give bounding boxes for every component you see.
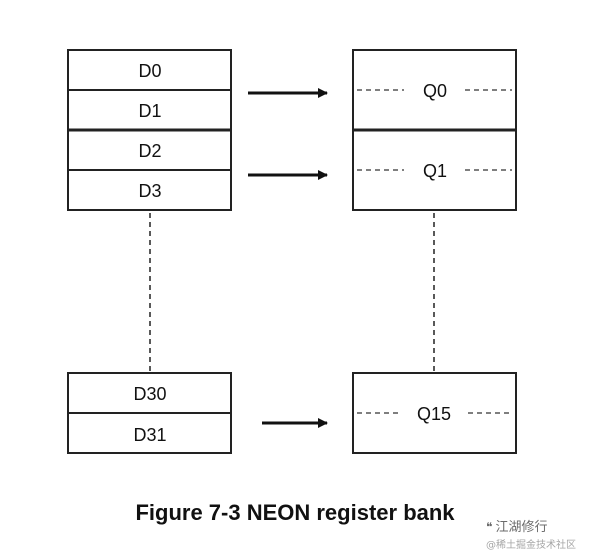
d-register-label-d2: D2	[138, 141, 161, 161]
watermark-line2: @稀土掘金技术社区	[486, 540, 576, 551]
d-register-box-d30	[67, 372, 232, 414]
d-register-label-d1: D1	[138, 101, 161, 121]
figure-caption: Figure 7-3 NEON register bank	[135, 500, 455, 525]
q-register-label-q15: Q15	[417, 404, 451, 424]
d-register-box-d1	[67, 89, 232, 131]
d-register-group-top: D0 D1 D2 D3	[67, 49, 232, 211]
q-register-box-q0	[352, 49, 517, 131]
d-register-group-bottom: D30 D31	[67, 372, 232, 454]
q-register-group-top: Q0 Q1	[352, 49, 517, 211]
d-register-box-d3	[67, 169, 232, 211]
neon-register-diagram: D0 D1 D2 D3 D30 D31 Q0 Q1 Q15	[67, 49, 517, 454]
watermark-line1: ❝江湖修行	[486, 516, 576, 535]
watermark: ❝江湖修行 @稀土掘金技术社区	[486, 516, 576, 551]
q-register-label-q0: Q0	[423, 81, 447, 101]
d-register-box-d31	[67, 412, 232, 454]
d-register-label-d30: D30	[133, 384, 166, 404]
q-register-label-q1: Q1	[423, 161, 447, 181]
q-register-box-q1	[352, 129, 517, 211]
d-register-label-d0: D0	[138, 61, 161, 81]
watermark-author: 江湖修行	[495, 520, 548, 535]
q-register-group-bottom: Q15	[352, 372, 517, 454]
d-register-label-d31: D31	[133, 425, 166, 445]
d-register-label-d3: D3	[138, 181, 161, 201]
wechat-bubble-icon: ❝	[486, 520, 493, 534]
d-register-box-d0	[67, 49, 232, 91]
